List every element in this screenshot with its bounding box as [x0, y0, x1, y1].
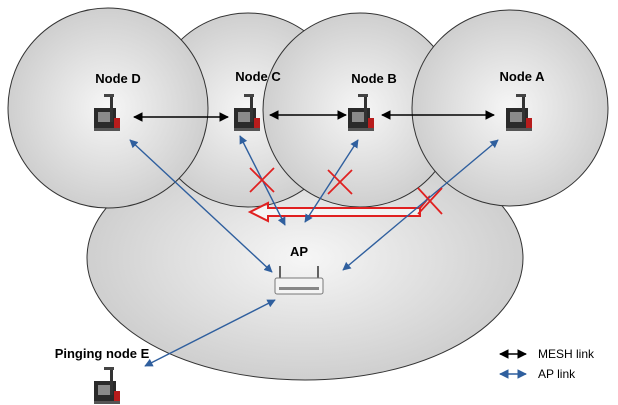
forklift-icon-node-e: [94, 367, 120, 404]
node-a-label: Node A: [499, 69, 545, 84]
ap-link-node-e: [144, 299, 276, 367]
ap-label: AP: [290, 244, 308, 259]
blocked-x-node-c: [249, 167, 275, 193]
blocked-x-node-b: [327, 169, 353, 195]
node-e-label: Pinging node E: [55, 346, 150, 361]
node-d-label: Node D: [95, 71, 141, 86]
ap-link-node-a: [342, 139, 499, 271]
router-icon: [274, 266, 324, 295]
node-b-label: Node B: [351, 71, 397, 86]
blocked-x-node-a: [417, 187, 443, 215]
node-c-label: Node C: [235, 69, 281, 84]
legend: MESH link AP link: [499, 347, 595, 381]
legend-mesh-label: MESH link: [538, 347, 595, 361]
ap-link-node-d: [129, 139, 273, 273]
legend-ap-label: AP link: [538, 367, 576, 381]
